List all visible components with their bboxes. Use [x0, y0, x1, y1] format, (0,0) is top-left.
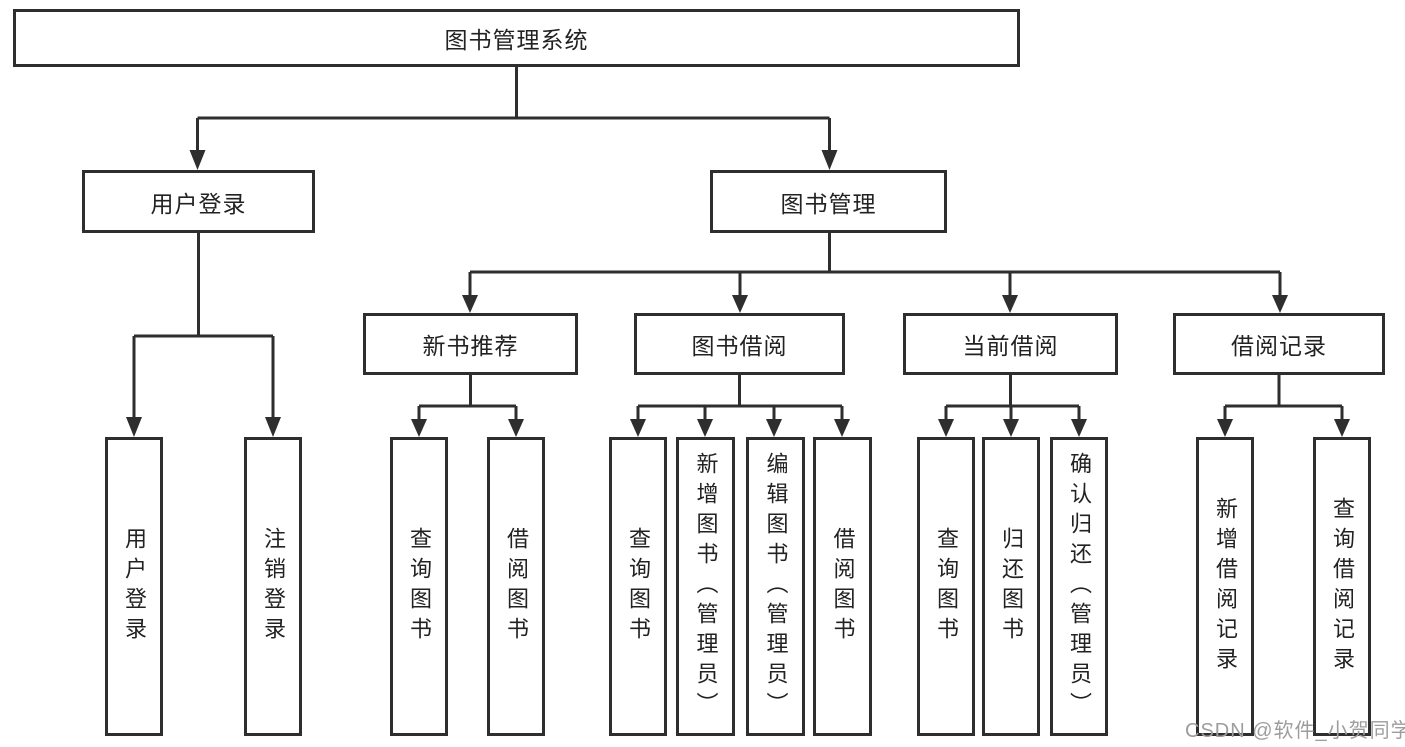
leaf-edit-book-admin: 编辑图书（管理员） [746, 437, 805, 736]
leaf-return-book: 归还图书 [982, 437, 1040, 736]
node-user-login: 用户登录 [82, 170, 315, 233]
node-current-borrow: 当前借阅 [903, 313, 1118, 375]
leaf-query-borrow-record: 查询借阅记录 [1313, 437, 1371, 736]
node-borrow-records: 借阅记录 [1173, 313, 1385, 375]
leaf-add-book-admin: 新增图书（管理员） [676, 437, 735, 736]
node-root: 图书管理系统 [13, 9, 1020, 67]
csdn-watermark: CSDN @软件_小贺同学 [1185, 720, 1405, 742]
leaf-query-books-3: 查询图书 [917, 437, 975, 736]
leaf-logout: 注销登录 [244, 437, 302, 736]
leaf-borrow-books-1: 借阅图书 [487, 437, 545, 736]
leaf-query-books-1: 查询图书 [390, 437, 448, 736]
leaf-add-borrow-record: 新增借阅记录 [1196, 437, 1254, 736]
leaf-confirm-return-admin: 确认归还（管理员） [1050, 437, 1108, 736]
node-book-management: 图书管理 [710, 170, 947, 233]
node-new-book-recommend: 新书推荐 [363, 313, 578, 375]
leaf-query-books-2: 查询图书 [609, 437, 667, 736]
leaf-user-login: 用户登录 [105, 437, 163, 736]
arrowheads [126, 150, 1350, 437]
leaf-borrow-books-2: 借阅图书 [813, 437, 872, 736]
node-book-borrow: 图书借阅 [634, 313, 845, 375]
